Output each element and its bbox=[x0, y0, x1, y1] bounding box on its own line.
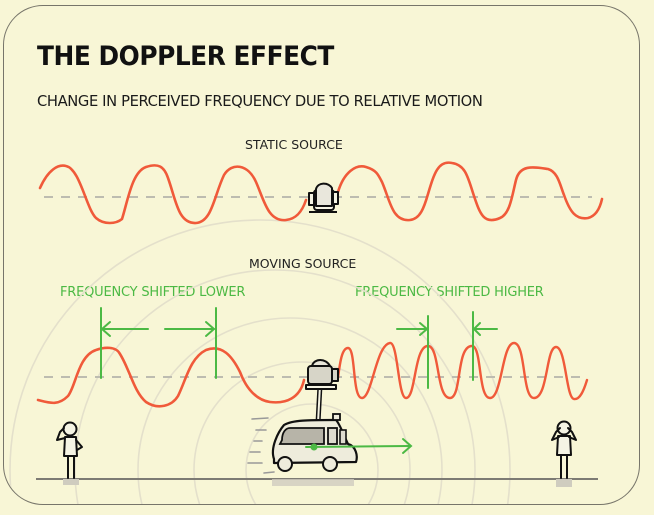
speaker-icon bbox=[308, 182, 339, 213]
diagram-title: THE DOPPLER EFFECT bbox=[37, 41, 334, 72]
static-source-label: STATIC SOURCE bbox=[245, 137, 343, 152]
static-wave-right bbox=[336, 161, 604, 222]
wavelength-markers-higher bbox=[396, 311, 498, 389]
van-icon bbox=[247, 359, 358, 486]
diagram-card bbox=[3, 5, 640, 505]
wavelength-markers-lower bbox=[100, 307, 217, 379]
diagram-subtitle: CHANGE IN PERCEIVED FREQUENCY DUE TO REL… bbox=[37, 92, 483, 110]
moving-wave-lower bbox=[36, 346, 306, 408]
arrow-right-icon bbox=[305, 438, 413, 454]
wavefronts bbox=[9, 219, 511, 504]
moving-source-label: MOVING SOURCE bbox=[249, 256, 357, 271]
moving-wave-higher bbox=[336, 341, 589, 401]
person-icon bbox=[56, 421, 83, 485]
speaker-icon bbox=[305, 359, 339, 390]
person-icon bbox=[551, 420, 577, 487]
frequency-lower-label: FREQUENCY SHIFTED LOWER bbox=[60, 285, 246, 300]
frequency-higher-label: FREQUENCY SHIFTED HIGHER bbox=[355, 285, 544, 300]
static-wave-left bbox=[38, 164, 308, 225]
